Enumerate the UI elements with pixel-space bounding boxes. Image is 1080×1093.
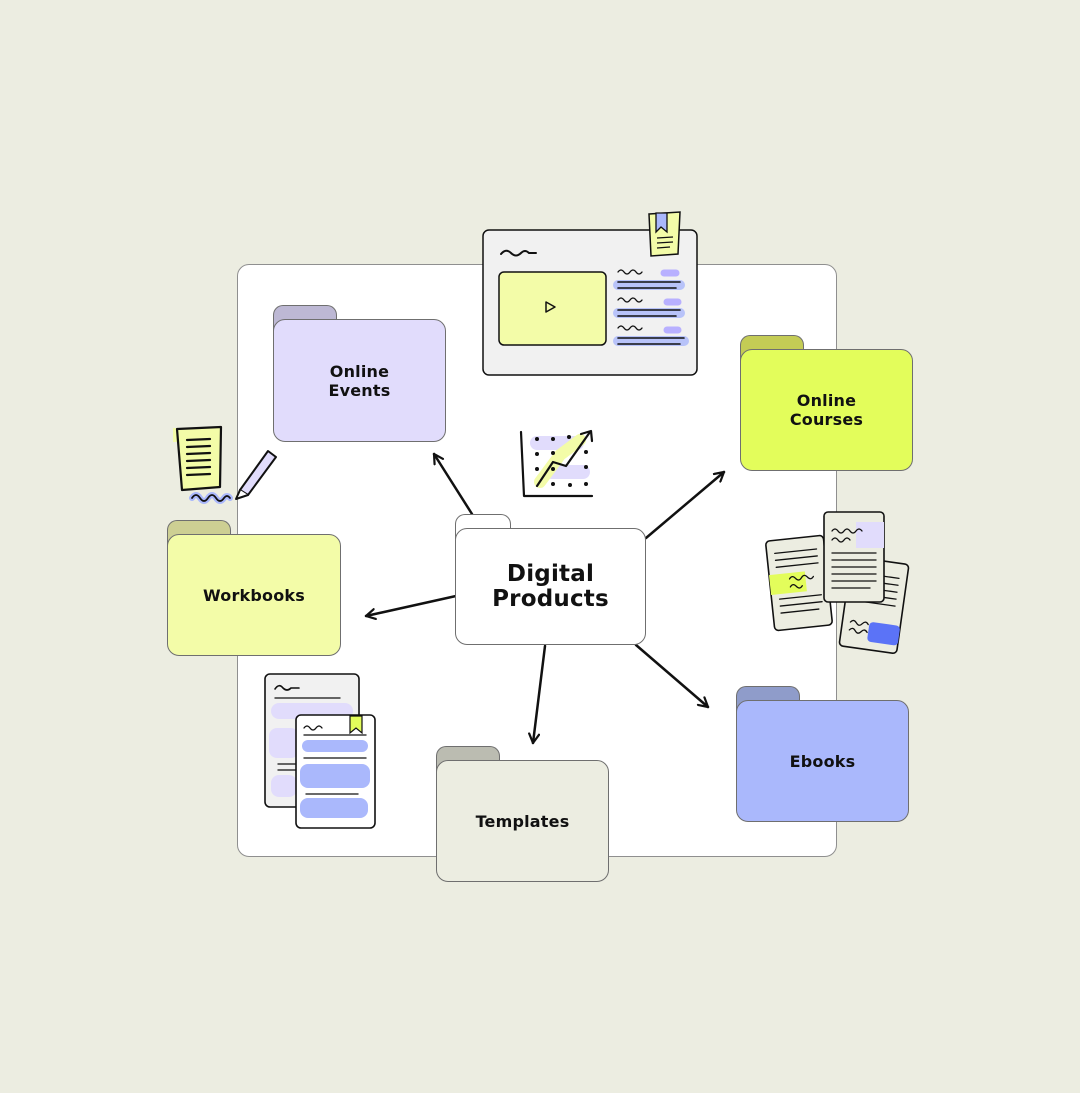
templates-label: Templates bbox=[475, 811, 570, 831]
folder-body: Templates bbox=[436, 760, 609, 882]
ebooks-folder[interactable]: Ebooks bbox=[736, 686, 909, 822]
online-events-folder[interactable]: Online Events bbox=[273, 305, 446, 442]
folder-body: Workbooks bbox=[167, 534, 341, 656]
digital-products-card[interactable]: Digital Products bbox=[455, 514, 646, 645]
arrow-to-templates bbox=[533, 644, 547, 745]
arrow-to-online-events bbox=[432, 452, 474, 516]
folder-body: Digital Products bbox=[455, 528, 646, 645]
digital-products-label: Digital Products bbox=[492, 560, 609, 612]
online-courses-label: Online Courses bbox=[789, 391, 864, 429]
arrow-to-ebooks bbox=[634, 643, 710, 709]
arrow-to-online-courses bbox=[644, 470, 726, 540]
online-events-label: Online Events bbox=[328, 361, 391, 400]
ebooks-label: Ebooks bbox=[789, 751, 856, 771]
workbooks-folder[interactable]: Workbooks bbox=[167, 520, 341, 656]
templates-folder[interactable]: Templates bbox=[436, 746, 609, 882]
workbooks-label: Workbooks bbox=[202, 585, 305, 605]
folder-body: Online Events bbox=[273, 319, 446, 442]
online-courses-folder[interactable]: Online Courses bbox=[740, 335, 913, 471]
arrow-to-workbooks bbox=[364, 594, 458, 616]
folder-body: Ebooks bbox=[736, 700, 909, 822]
folder-body: Online Courses bbox=[740, 349, 913, 471]
